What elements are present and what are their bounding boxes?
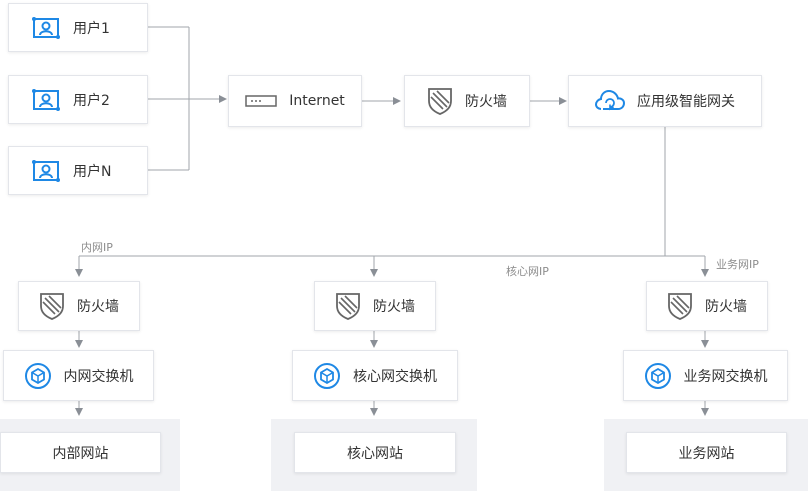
branch-firewall-core[interactable]: 防火墙	[314, 281, 436, 331]
site-business[interactable]: 业务网站	[626, 432, 787, 473]
firewall-label: 防火墙	[705, 299, 747, 315]
user-label: 用户N	[73, 163, 112, 180]
switch-internal[interactable]: 内网交换机	[3, 350, 154, 401]
shield-icon	[427, 87, 453, 115]
shield-icon	[667, 292, 693, 320]
user-node-2[interactable]: 用户2	[8, 75, 148, 124]
site-label: 内部网站	[52, 445, 109, 462]
cloud-gateway-icon	[595, 89, 625, 113]
internal-ip-label: 内网IP	[81, 241, 113, 254]
top-firewall-label: 防火墙	[465, 94, 507, 110]
site-internal[interactable]: 内部网站	[0, 432, 161, 473]
switch-label: 内网交换机	[63, 368, 134, 385]
user-node-n[interactable]: 用户N	[8, 146, 148, 195]
site-label: 核心网站	[347, 445, 403, 462]
user-node-1[interactable]: 用户1	[8, 3, 148, 52]
switch-core[interactable]: 核心网交换机	[292, 350, 458, 401]
firewall-label: 防火墙	[77, 299, 119, 315]
user-id-card-icon	[31, 16, 61, 40]
business-ip-label: 业务网IP	[716, 258, 759, 271]
switch-icon	[24, 362, 52, 390]
switch-icon	[313, 362, 341, 390]
user-label: 用户1	[73, 20, 110, 37]
site-core[interactable]: 核心网站	[294, 432, 456, 473]
switch-label: 核心网交换机	[353, 368, 437, 385]
user-id-card-icon	[31, 88, 61, 112]
branch-firewall-business[interactable]: 防火墙	[646, 281, 768, 331]
gateway-node[interactable]: 应用级智能网关	[568, 75, 762, 127]
top-firewall-node[interactable]: 防火墙	[404, 75, 530, 127]
shield-icon	[39, 292, 65, 320]
shield-icon	[335, 292, 361, 320]
user-label: 用户2	[73, 92, 110, 109]
internet-node[interactable]: Internet	[228, 75, 362, 127]
site-label: 业务网站	[678, 445, 735, 462]
firewall-label: 防火墙	[373, 299, 415, 315]
user-id-card-icon	[31, 159, 61, 183]
switch-business[interactable]: 业务网交换机	[623, 350, 788, 401]
gateway-label: 应用级智能网关	[637, 94, 735, 110]
branch-firewall-internal[interactable]: 防火墙	[18, 281, 140, 331]
switch-label: 业务网交换机	[683, 368, 768, 385]
core-ip-label: 核心网IP	[506, 265, 549, 278]
switch-icon	[644, 362, 672, 390]
router-icon	[245, 94, 277, 108]
internet-label: Internet	[289, 93, 345, 109]
